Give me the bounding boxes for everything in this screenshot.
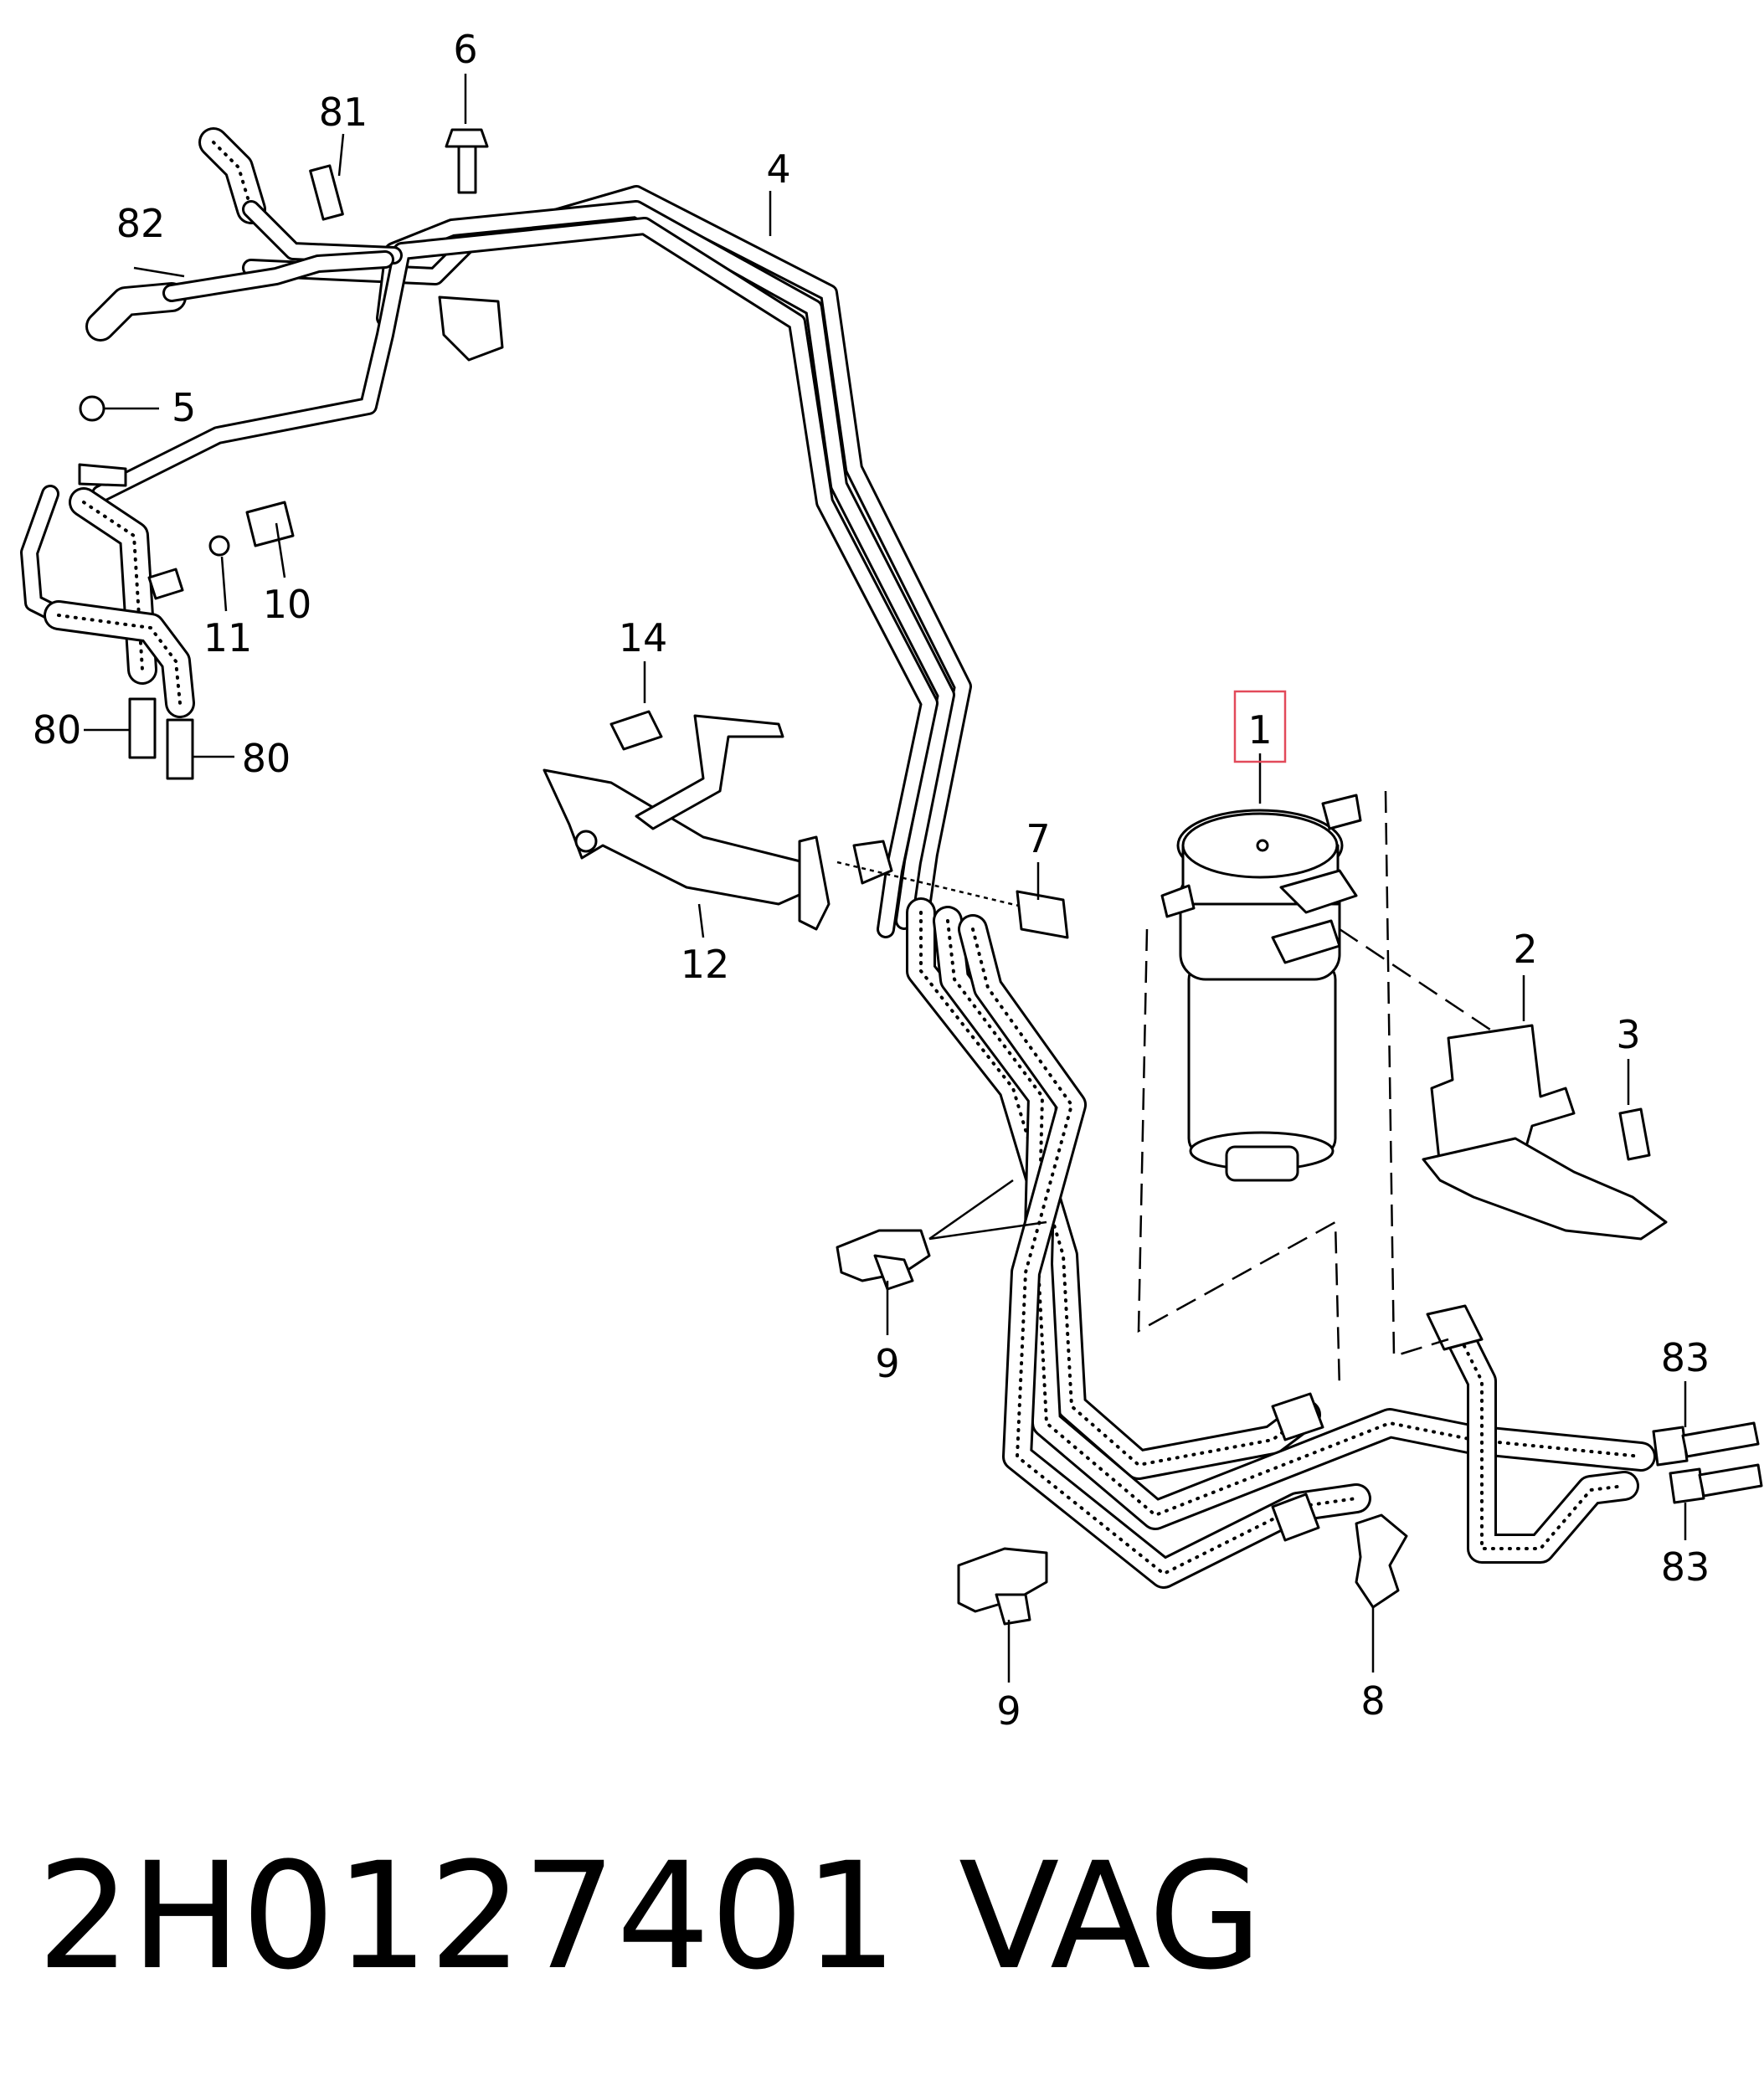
callout-9-lower: 9	[996, 1688, 1021, 1734]
bolt-14	[609, 710, 663, 751]
callout-9-upper: 9	[875, 1341, 899, 1386]
pipe-clip	[852, 840, 893, 885]
bracket-12	[543, 710, 893, 931]
callout-7: 7	[1026, 816, 1050, 861]
fuel-line-exploded-diagram: 1 2 3 4 5 6 7 8 9 9 10 11 12 14 80 80 81…	[20, 27, 1763, 1734]
callout-12: 12	[681, 942, 730, 987]
lower-fuel-hoses	[906, 897, 1656, 1589]
callout-14: 14	[619, 615, 668, 660]
mount-tab	[78, 463, 127, 487]
hose-fitting-2	[1271, 1493, 1320, 1542]
tube-stub-81	[309, 164, 344, 221]
fuel-line-bundle	[91, 185, 972, 938]
o-ring-11	[208, 535, 230, 557]
bolt-3	[1618, 1107, 1651, 1161]
elbow-fitting	[1426, 1304, 1484, 1351]
callout-2: 2	[1513, 927, 1537, 972]
bolt-7	[836, 861, 1069, 939]
callout-5: 5	[172, 385, 196, 430]
hose-end-80-left	[128, 697, 157, 759]
connectors-83	[1652, 1421, 1763, 1504]
callout-11: 11	[203, 615, 253, 660]
callout-3: 3	[1616, 1012, 1640, 1057]
hose-end-80-right	[166, 718, 194, 780]
upper-left-hoses	[85, 127, 403, 342]
callout-80-left: 80	[33, 707, 82, 753]
left-connector-assembly	[20, 395, 295, 780]
callout-labels: 1 2 3 4 5 6 7 8 9 9 10 11 12 14 80 80 81…	[33, 27, 1710, 1734]
sensor-10	[245, 501, 295, 547]
assembly-dash-right	[1384, 790, 1449, 1358]
filter-bracket	[1422, 1024, 1668, 1241]
callout-6: 6	[453, 27, 477, 72]
pipe-bracket	[438, 295, 504, 362]
callout-4: 4	[766, 146, 790, 192]
callout-81: 81	[319, 90, 368, 135]
callout-83-lower: 83	[1661, 1544, 1710, 1590]
brand-name: VAG	[959, 1831, 1263, 2002]
bolt-6	[445, 128, 489, 194]
callout-80-right: 80	[242, 736, 291, 781]
hose-fitting	[1271, 1392, 1324, 1441]
fuel-filter	[1160, 794, 1362, 1182]
callout-82: 82	[116, 201, 166, 246]
callout-1: 1	[1247, 707, 1272, 753]
clamp-8	[1355, 1513, 1408, 1609]
clamps-9	[836, 1179, 1048, 1626]
tee-connector	[147, 568, 184, 600]
highlight-box-1	[1233, 690, 1287, 763]
callout-83-upper: 83	[1661, 1335, 1710, 1380]
callout-10: 10	[263, 582, 312, 627]
assembly-dash-left	[1137, 928, 1341, 1390]
assembly-dash-bracket	[1339, 927, 1491, 1031]
callout-8: 8	[1360, 1678, 1385, 1724]
part-number: 2H0127401	[37, 1831, 898, 2002]
nut-5	[79, 395, 105, 422]
leader-lines	[84, 74, 1687, 1683]
